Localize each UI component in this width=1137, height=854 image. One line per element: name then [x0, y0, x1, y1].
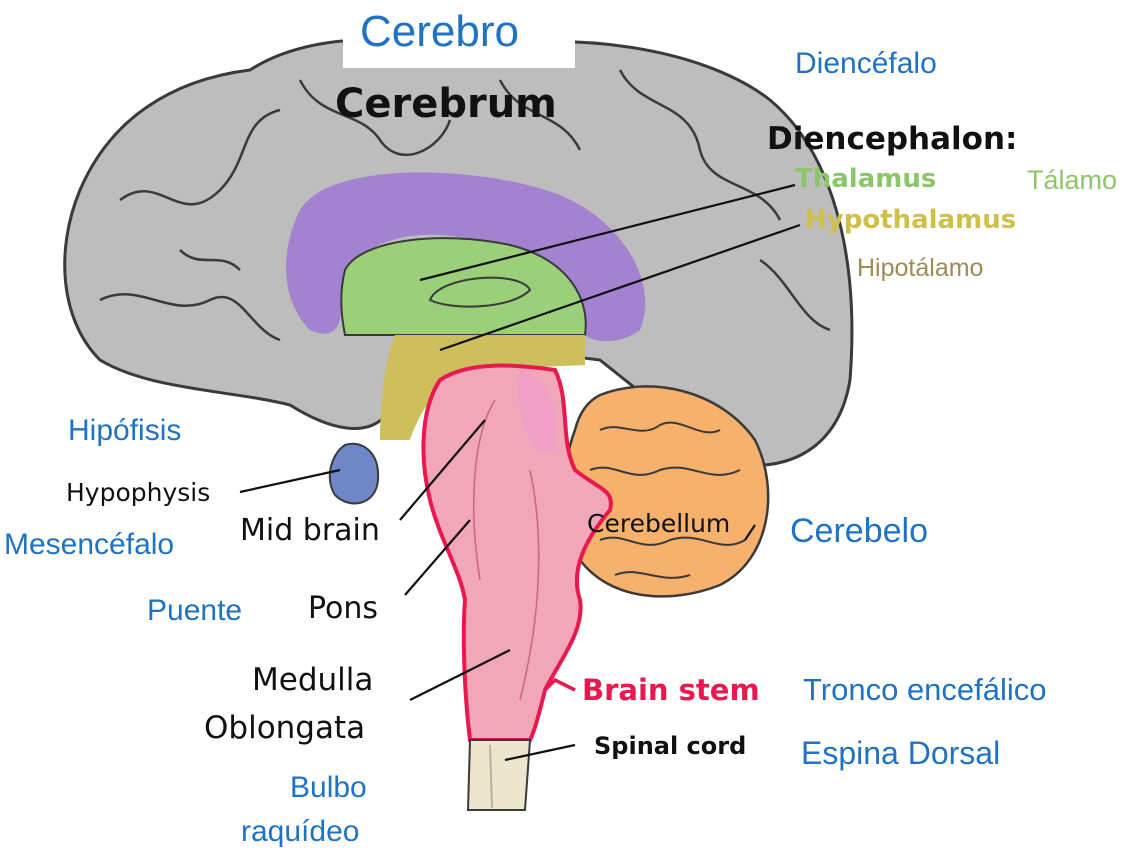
label-puente: Puente: [147, 596, 242, 626]
label-medulla-line2: Oblongata: [204, 713, 365, 744]
label-medulla-line1: Medulla: [252, 665, 373, 696]
label-mid-brain: Mid brain: [240, 516, 380, 546]
label-brain-stem: Brain stem: [582, 676, 760, 705]
label-diencefalo: Diencéfalo: [795, 49, 937, 79]
label-hypophysis: Hypophysis: [66, 480, 210, 505]
label-bulbo-line1: Bulbo: [290, 773, 367, 803]
label-pons: Pons: [308, 594, 378, 624]
label-hipofisis: Hipófisis: [68, 416, 181, 446]
hypophysis-shape: [330, 444, 378, 504]
label-cerebellum: Cerebellum: [587, 511, 730, 536]
label-thalamus: Thalamus: [795, 166, 936, 192]
label-tronco: Tronco encefálico: [803, 674, 1047, 705]
label-mesencefalo: Mesencéfalo: [4, 530, 174, 560]
label-cerebro: Cerebro: [360, 10, 519, 54]
label-talamo: Tálamo: [1027, 167, 1117, 194]
label-cerebrum: Cerebrum: [335, 84, 557, 124]
label-cerebelo: Cerebelo: [790, 514, 928, 548]
label-espina: Espina Dorsal: [801, 737, 1000, 769]
label-diencephalon: Diencephalon:: [767, 124, 1017, 155]
label-bulbo-line2: raquídeo: [241, 817, 359, 847]
hypophysis-leader: [240, 470, 340, 492]
spinal-cord-shape: [468, 740, 530, 810]
label-hipotalamo: Hipotálamo: [857, 256, 983, 281]
label-hypothalamus: Hypothalamus: [805, 207, 1016, 233]
label-spinal-cord: Spinal cord: [594, 734, 746, 758]
